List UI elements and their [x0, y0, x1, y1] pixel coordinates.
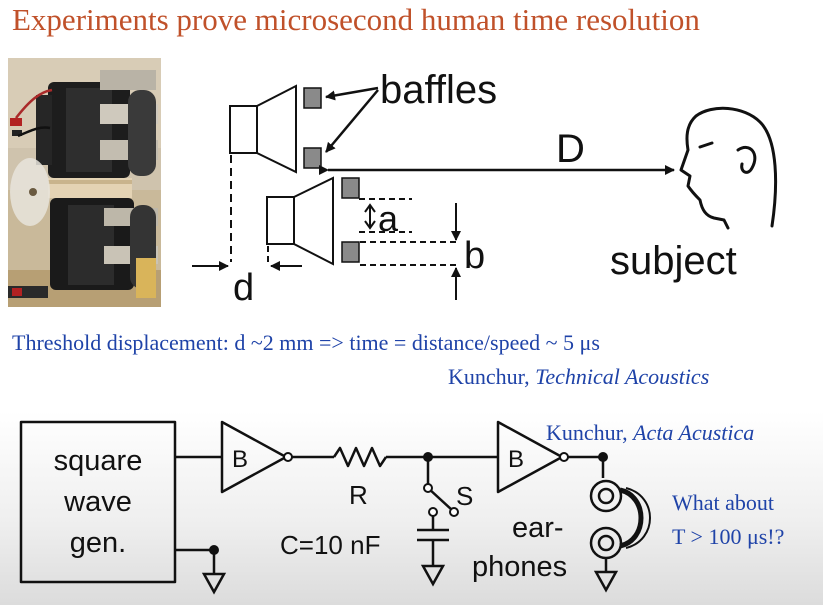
- baffle-upper-1: [303, 87, 322, 109]
- question-line-2: T > 100 μs!?: [672, 524, 785, 549]
- displacement-label: d: [233, 267, 254, 309]
- generator-label-line2: wave: [63, 486, 132, 518]
- buffer1-output-node: [283, 452, 293, 462]
- buffer2-label: B: [508, 446, 524, 473]
- baffle-lower-1: [341, 177, 360, 199]
- slide-title: Experiments prove microsecond human time…: [12, 2, 700, 37]
- square-wave-generator: [19, 420, 177, 584]
- ground-icon: [201, 564, 619, 595]
- baffle-upper-2: [303, 147, 322, 169]
- citation-acta-acustica: Kunchur, Acta Acustica: [546, 420, 754, 446]
- baffle-arrow-1: [325, 86, 379, 101]
- earphones-label-line1: ear-: [512, 512, 564, 544]
- switch-label: S: [456, 481, 473, 511]
- earphone-junction-dot: [598, 452, 608, 462]
- earphones-label-line2: phones: [472, 551, 567, 583]
- distance-label: D: [556, 127, 585, 171]
- citation-author: Kunchur,: [448, 364, 536, 389]
- generator-label-line1: square: [54, 445, 143, 477]
- switch-junction-dot: [423, 452, 433, 462]
- baffle-lower-2: [341, 241, 360, 263]
- citation-journal: Acta Acustica: [633, 420, 755, 445]
- buffer2-output-node: [559, 452, 569, 462]
- gen-ground-junction-dot: [209, 545, 219, 555]
- upper-speaker: [229, 84, 297, 174]
- resistor-label: R: [349, 480, 368, 510]
- citation-technical-acoustics: Kunchur, Technical Acoustics: [448, 364, 709, 390]
- question-line-1: What about: [672, 490, 775, 515]
- capacitor-label: C=10 nF: [280, 530, 380, 560]
- baffles-label: baffles: [380, 68, 497, 112]
- citation-journal: Technical Acoustics: [535, 364, 710, 389]
- switch-contact-left: [428, 507, 438, 517]
- threshold-text: Threshold displacement: d ~2 mm => time …: [12, 330, 600, 355]
- buffer1: [220, 420, 288, 494]
- citation-author: Kunchur,: [546, 420, 634, 445]
- buffer2: [496, 420, 564, 494]
- earphones-icon: [589, 479, 651, 560]
- offset-a-label: a: [378, 198, 399, 239]
- switch-contact-top: [423, 483, 433, 493]
- offset-b-label: b: [464, 235, 485, 277]
- switch-blade: [427, 487, 453, 511]
- buffer1-label: B: [232, 446, 248, 473]
- generator-label-line3: gen.: [70, 527, 126, 559]
- lower-speaker: [266, 176, 334, 266]
- baffle-arrow-2: [325, 89, 379, 153]
- switch-contact-right: [449, 507, 459, 517]
- resistor: [332, 446, 388, 468]
- subject-head-icon: [679, 106, 778, 230]
- subject-label: subject: [610, 239, 737, 283]
